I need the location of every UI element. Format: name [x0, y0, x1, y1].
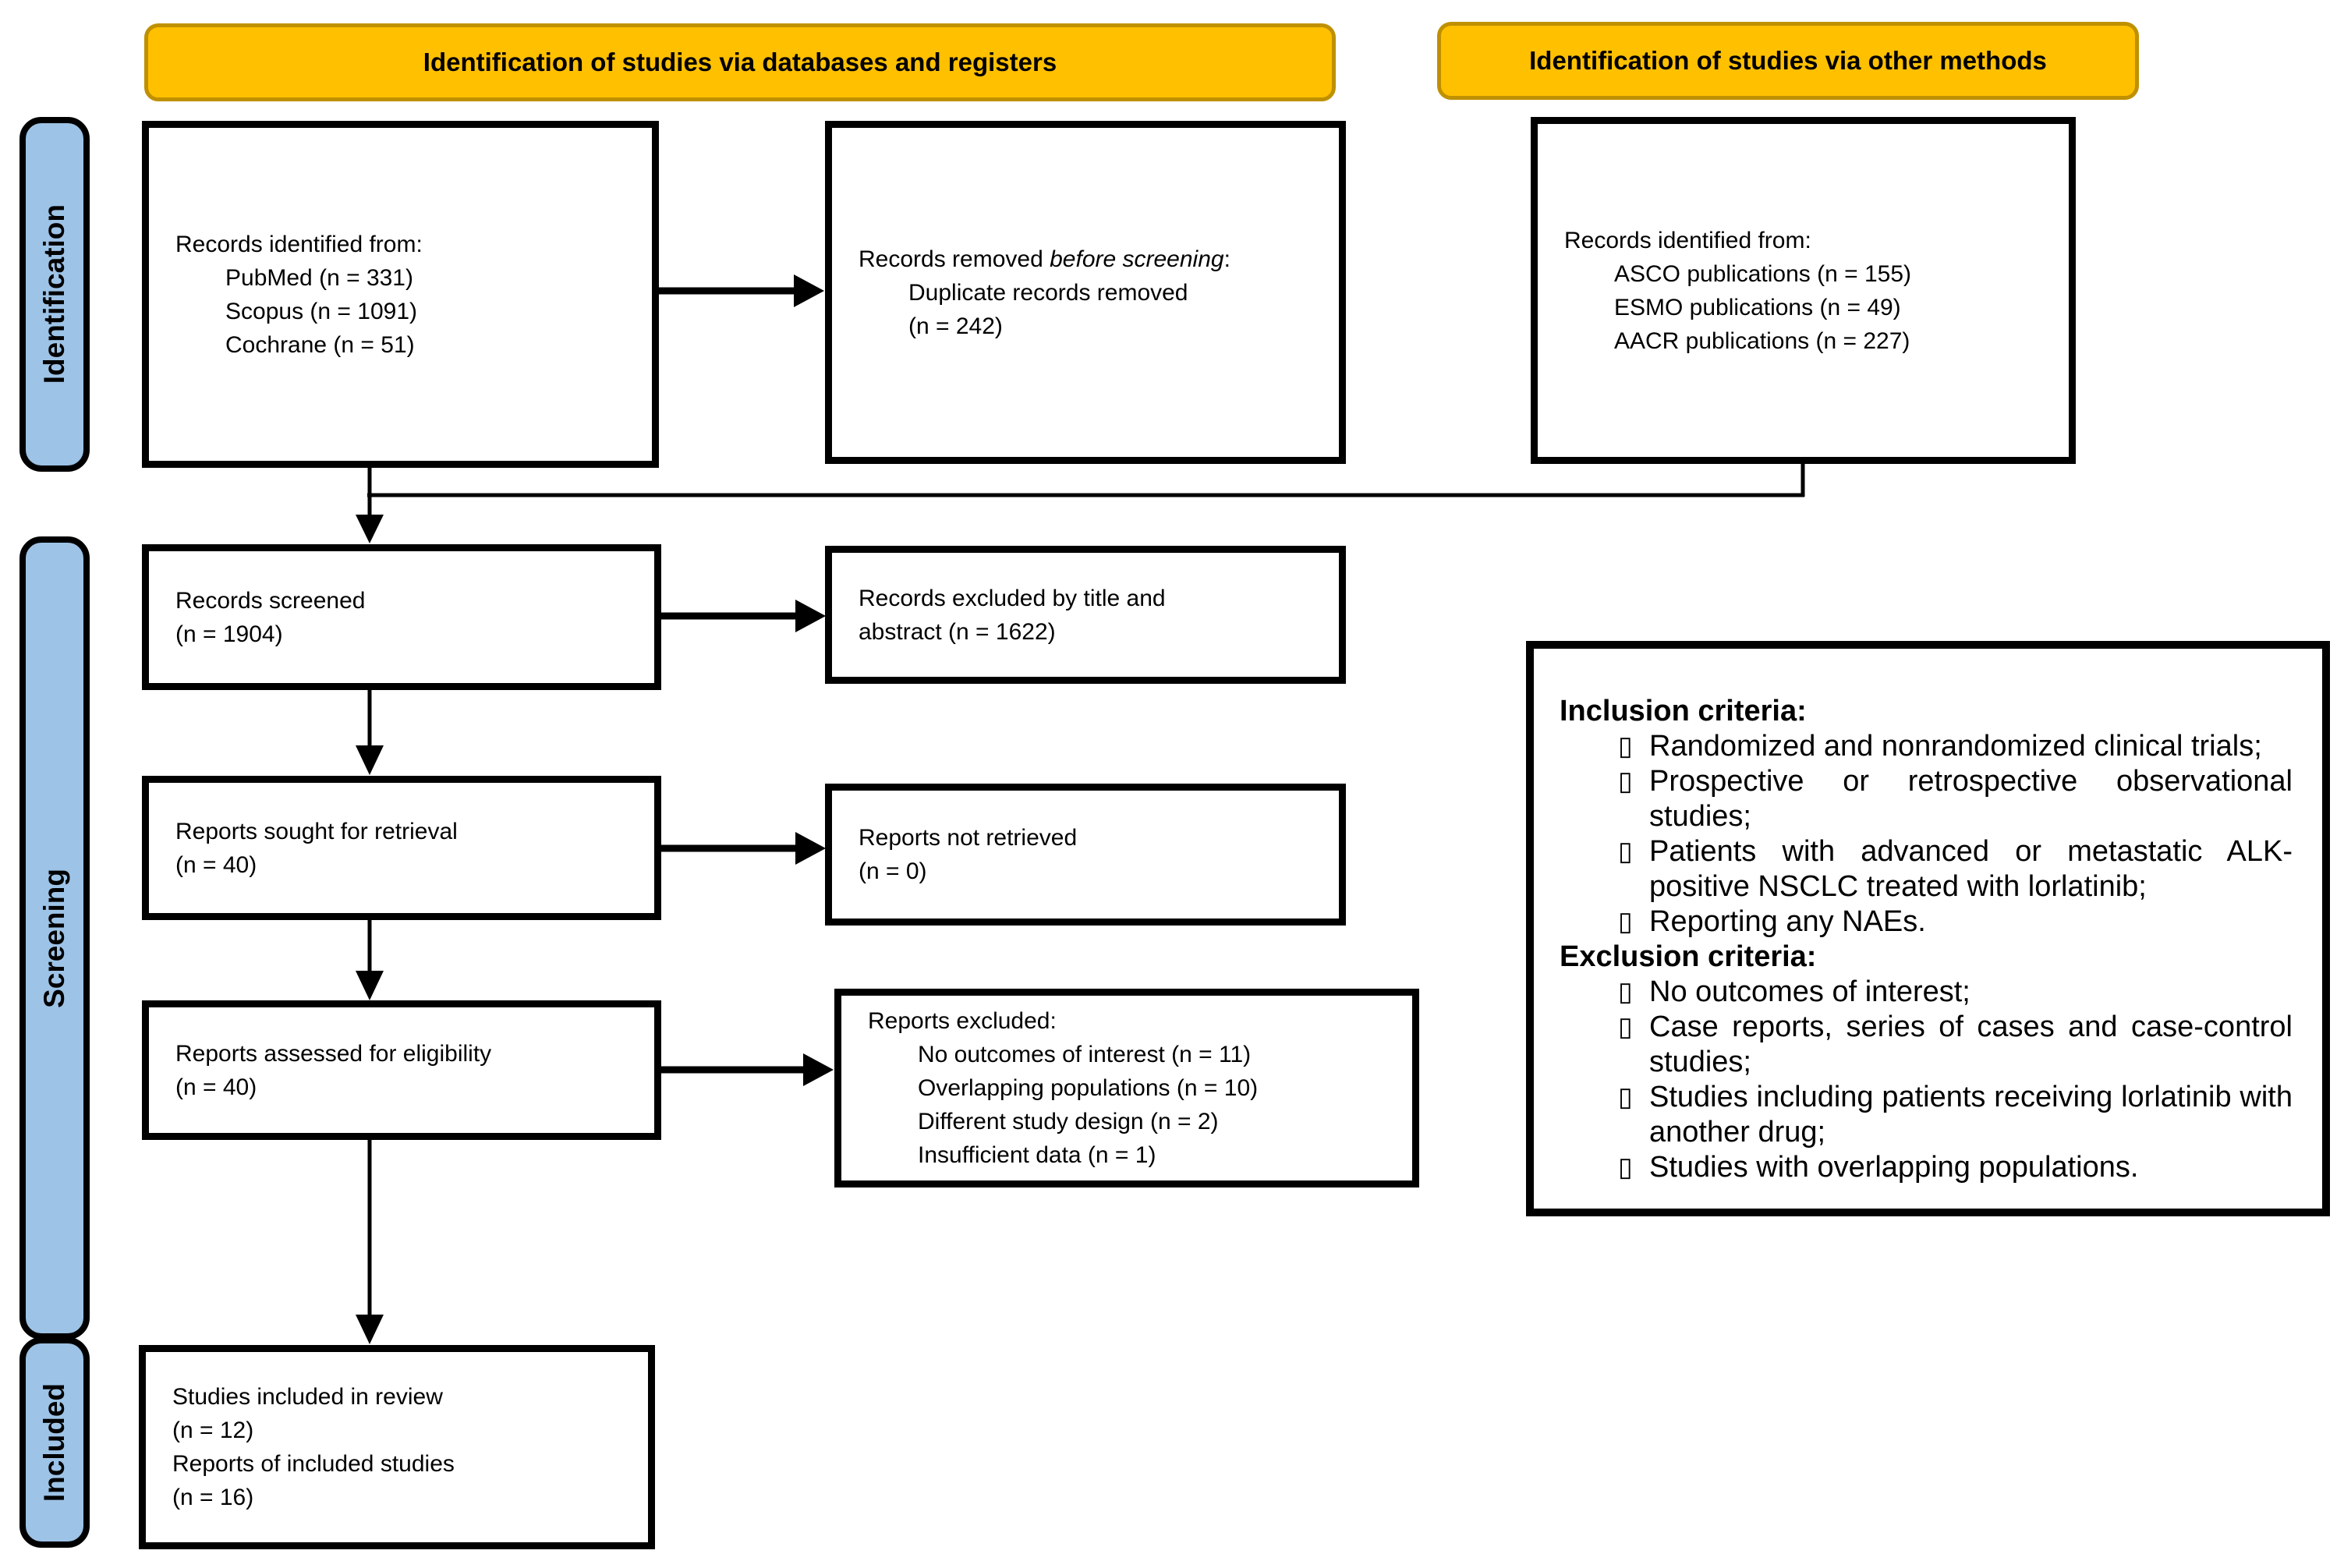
box-line: (n = 0) — [859, 858, 927, 884]
sidebar-included-label: Included — [38, 1382, 70, 1503]
criteria-item: ▯ Case reports, series of cases and case… — [1560, 1010, 2293, 1080]
box-title: Records identified from: — [1564, 227, 1811, 253]
list-item: Overlapping populations (n = 10) — [918, 1075, 1259, 1101]
criteria-item: ▯ Randomized and nonrandomized clinical … — [1560, 729, 2293, 764]
box-line: Reports of included studies — [172, 1451, 455, 1477]
sidebar-screening: Screening — [19, 536, 90, 1340]
arrowhead-icon — [803, 1053, 834, 1086]
list-item: Duplicate records removed — [908, 279, 1188, 306]
box-line: Records screened — [175, 587, 366, 614]
box-records-identified-other: Records identified from: ASCO publicatio… — [1531, 117, 2076, 464]
criteria-text: Prospective or retrospective observation… — [1649, 765, 2293, 833]
bullet-icon: ▯ — [1618, 977, 1633, 1007]
banner-databases-registers: Identification of studies via databases … — [144, 23, 1336, 101]
box-reports-excluded: Reports excluded: No outcomes of interes… — [834, 989, 1419, 1188]
box-title: Reports excluded: — [868, 1008, 1057, 1034]
criteria-item: ▯ Reporting any NAEs. — [1560, 904, 2293, 940]
box-eligibility-criteria: Inclusion criteria: ▯ Randomized and non… — [1526, 641, 2330, 1216]
list-item: ASCO publications (n = 155) — [1614, 260, 1912, 287]
box-line: (n = 1904) — [175, 621, 283, 647]
criteria-text: Patients with advanced or metastatic ALK… — [1649, 835, 2293, 903]
sidebar-included: Included — [19, 1337, 90, 1548]
title-part: : — [1223, 246, 1230, 272]
sidebar-identification-label: Identification — [38, 204, 70, 384]
criteria-text: Studies with overlapping populations. — [1649, 1151, 2139, 1184]
title-part: Records removed — [859, 246, 1050, 272]
box-line: Reports sought for retrieval — [175, 818, 458, 844]
box-records-screened: Records screened (n = 1904) — [142, 544, 661, 690]
box-reports-not-retrieved: Reports not retrieved (n = 0) — [825, 784, 1346, 926]
box-line: Studies included in review — [172, 1384, 443, 1410]
list-item: No outcomes of interest (n = 11) — [918, 1042, 1252, 1067]
arrowhead-icon — [795, 600, 826, 632]
title-part-italic: before screening — [1050, 246, 1224, 272]
arrowhead-icon — [794, 274, 824, 307]
box-line: Reports not retrieved — [859, 825, 1078, 851]
arrowhead-icon — [795, 832, 826, 865]
bullet-icon: ▯ — [1618, 1082, 1633, 1112]
box-reports-sought: Reports sought for retrieval (n = 40) — [142, 776, 661, 920]
box-records-excluded-title-abstract: Records excluded by title and abstract (… — [825, 546, 1346, 684]
criteria-item: ▯ Patients with advanced or metastatic A… — [1560, 834, 2293, 904]
inclusion-criteria-title: Inclusion criteria: — [1560, 695, 1807, 727]
criteria-item: ▯ Prospective or retrospective observati… — [1560, 764, 2293, 834]
box-records-identified-databases: Records identified from: PubMed (n = 331… — [142, 121, 659, 468]
box-line: (n = 12) — [172, 1418, 254, 1443]
box-line: (n = 40) — [175, 851, 257, 878]
bullet-icon: ▯ — [1618, 907, 1633, 936]
box-title: Records removed before screening: — [859, 242, 1317, 276]
box-studies-included: Studies included in review (n = 12) Repo… — [139, 1345, 655, 1549]
box-title: Records identified from: — [175, 231, 423, 257]
arrowhead-icon — [356, 971, 384, 1000]
criteria-item: ▯ Studies with overlapping populations. — [1560, 1150, 2293, 1185]
criteria-text: Randomized and nonrandomized clinical tr… — [1649, 730, 2262, 763]
box-line: Reports assessed for eligibility — [175, 1040, 492, 1067]
list-item: Insufficient data (n = 1) — [918, 1142, 1156, 1168]
box-line: abstract (n = 1622) — [859, 618, 1056, 645]
list-item: PubMed (n = 331) — [225, 264, 413, 291]
bullet-icon: ▯ — [1618, 1152, 1633, 1182]
criteria-text: Case reports, series of cases and case-c… — [1649, 1011, 2293, 1078]
list-item: ESMO publications (n = 49) — [1614, 294, 1901, 320]
criteria-text: Studies including patients receiving lor… — [1649, 1081, 2293, 1149]
criteria-text: Reporting any NAEs. — [1649, 905, 1926, 938]
exclusion-criteria-title: Exclusion criteria: — [1560, 940, 1817, 973]
criteria-item: ▯ No outcomes of interest; — [1560, 975, 2293, 1010]
bullet-icon: ▯ — [1618, 1012, 1633, 1042]
list-item: Scopus (n = 1091) — [225, 298, 417, 324]
list-item: Cochrane (n = 51) — [225, 331, 415, 358]
arrowhead-icon — [356, 1315, 384, 1344]
criteria-item: ▯ Studies including patients receiving l… — [1560, 1080, 2293, 1150]
box-records-removed: Records removed before screening: Duplic… — [825, 121, 1346, 464]
sidebar-screening-label: Screening — [38, 868, 70, 1008]
list-item: Different study design (n = 2) — [918, 1109, 1219, 1134]
sidebar-identification: Identification — [19, 117, 90, 472]
box-line: (n = 16) — [172, 1485, 254, 1510]
list-item: (n = 242) — [908, 313, 1003, 339]
arrowhead-icon — [356, 515, 384, 543]
bullet-icon: ▯ — [1618, 766, 1633, 796]
list-item: AACR publications (n = 227) — [1614, 327, 1910, 354]
box-line: Records excluded by title and — [859, 585, 1166, 611]
bullet-icon: ▯ — [1618, 837, 1633, 866]
criteria-text: No outcomes of interest; — [1649, 975, 1970, 1008]
banner-other-methods: Identification of studies via other meth… — [1437, 22, 2139, 100]
arrowhead-icon — [356, 745, 384, 775]
box-reports-assessed: Reports assessed for eligibility (n = 40… — [142, 1000, 661, 1140]
bullet-icon: ▯ — [1618, 731, 1633, 761]
box-line: (n = 40) — [175, 1074, 257, 1100]
